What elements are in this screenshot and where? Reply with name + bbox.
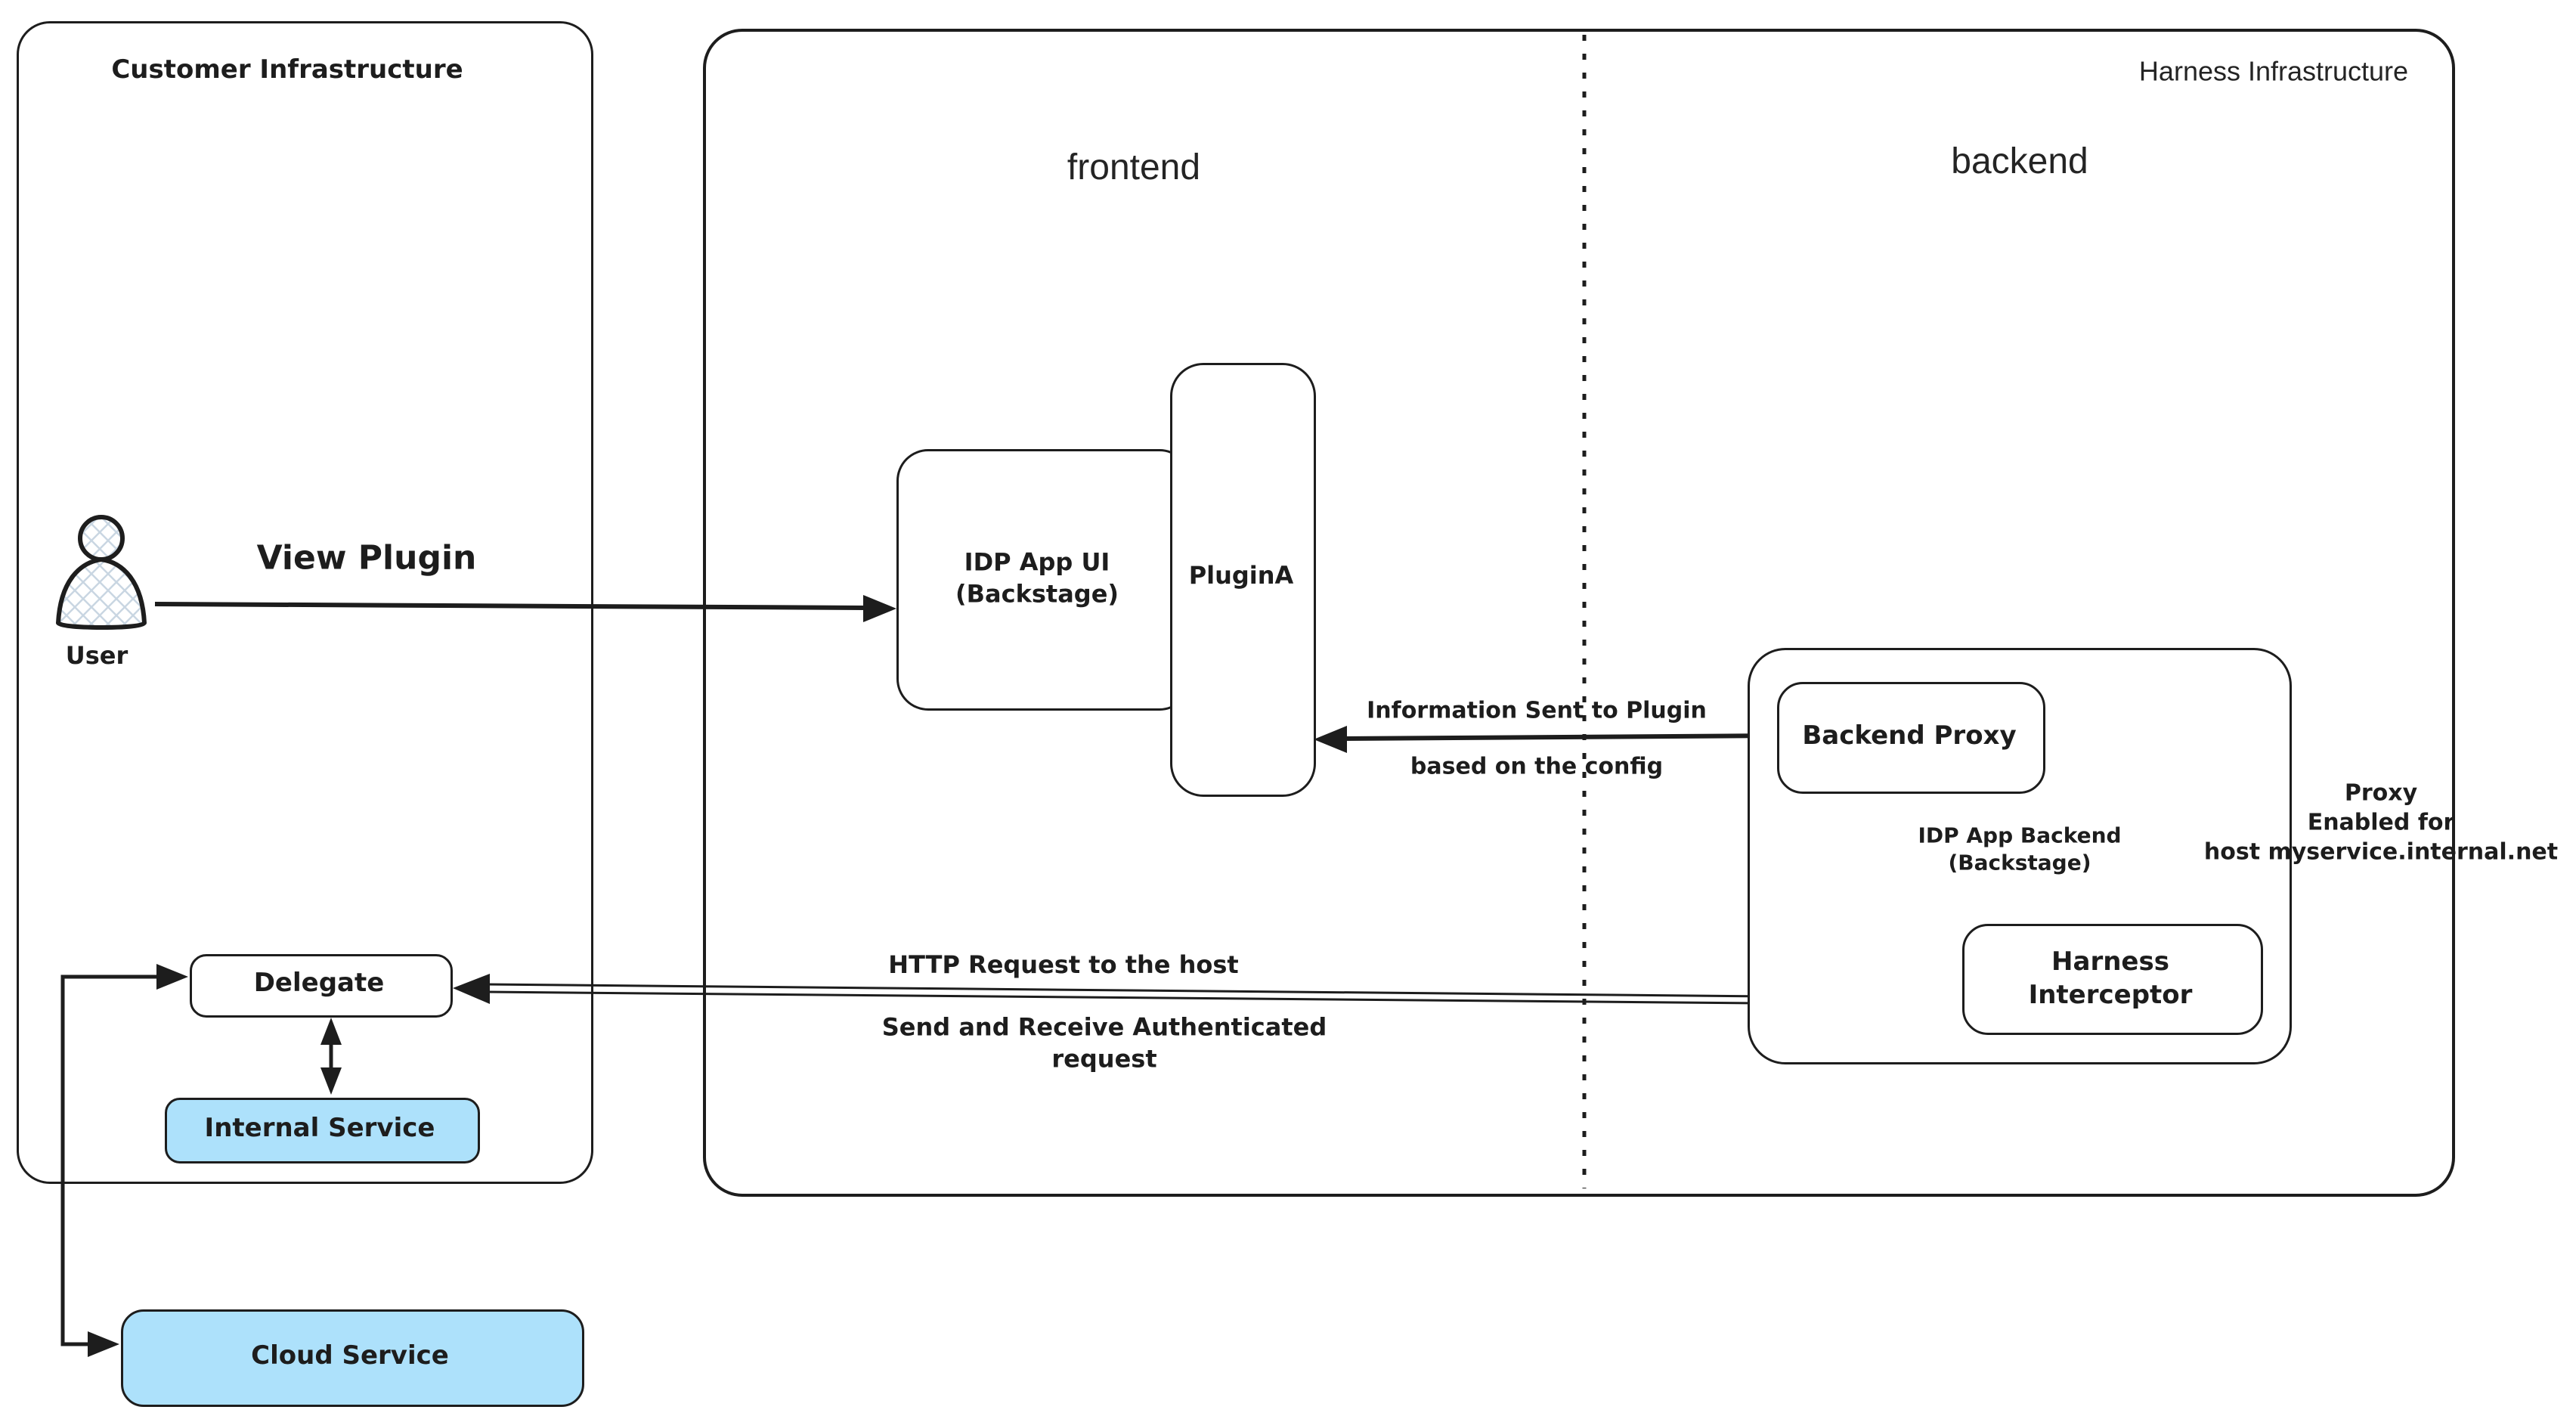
idp-app-backend-line2: (Backstage): [1948, 851, 2091, 875]
proxy-note-line3: host myservice.internal.net: [2203, 838, 2559, 866]
delegate-label: Delegate: [253, 967, 385, 998]
internal-service-node: [165, 1098, 480, 1163]
user-icon: [56, 515, 147, 630]
harness-infrastructure-container: [703, 29, 2455, 1197]
http-request-edge-label-1: HTTP Request to the host: [888, 950, 1239, 980]
backend-proxy-label: Backend Proxy: [1802, 720, 2017, 751]
backend-proxy-node: [1777, 682, 2045, 794]
proxy-note-line1: Proxy: [2344, 779, 2418, 807]
customer-infrastructure-container: [17, 21, 593, 1184]
idp-app-backend-label: IDP App Backend (Backstage): [1918, 823, 2121, 878]
info-sent-edge-label-1: Information Sent to Plugin: [1367, 697, 1707, 724]
delegate-node: [190, 954, 453, 1018]
proxy-note-line2: Enabled for: [2307, 809, 2455, 836]
view-plugin-edge-label: View Plugin: [256, 538, 477, 578]
idp-app-backend-line1: IDP App Backend: [1918, 823, 2122, 848]
cloud-service-node: [121, 1309, 584, 1407]
cloud-service-label: Cloud Service: [251, 1340, 449, 1371]
http-request-edge-label-2: Send and Receive Authenticated request: [882, 1012, 1327, 1074]
idp-app-ui-line1: IDP App UI: [964, 547, 1110, 577]
info-sent-edge-label-2: based on the config: [1410, 753, 1664, 780]
info-sent-arrow: [1314, 726, 1778, 753]
idp-app-ui-line2: (Backstage): [955, 579, 1119, 608]
harness-infrastructure-title: Harness Infrastructure: [2138, 55, 2409, 87]
backend-section-label: backend: [1951, 141, 2088, 181]
idp-app-ui-node: [896, 449, 1191, 711]
proxy-enabled-note: Proxy Enabled for host myservice.interna…: [2204, 779, 2558, 867]
harness-interceptor-node: [1962, 924, 2263, 1035]
idp-app-ui-label: IDP App UI (Backstage): [955, 547, 1119, 609]
customer-infrastructure-title: Customer Infrastructure: [111, 54, 463, 85]
plugin-a-node: [1170, 363, 1316, 797]
delegate-internal-arrow: [320, 1018, 342, 1095]
http-request-line2: Send and Receive Authenticated: [881, 1012, 1327, 1042]
view-plugin-arrow: [154, 595, 896, 622]
plugin-a-label: PluginA: [1188, 561, 1294, 590]
harness-interceptor-line1: Harness: [2051, 946, 2169, 977]
harness-interceptor-label: Harness Interceptor: [2029, 945, 2193, 1012]
internal-service-label: Internal Service: [204, 1112, 435, 1143]
http-request-line3: request: [1051, 1044, 1157, 1073]
frontend-section-label: frontend: [1067, 147, 1201, 187]
user-label: User: [65, 641, 128, 671]
delegate-cloud-arrow: [60, 964, 188, 1357]
harness-interceptor-line2: Interceptor: [2028, 980, 2193, 1010]
